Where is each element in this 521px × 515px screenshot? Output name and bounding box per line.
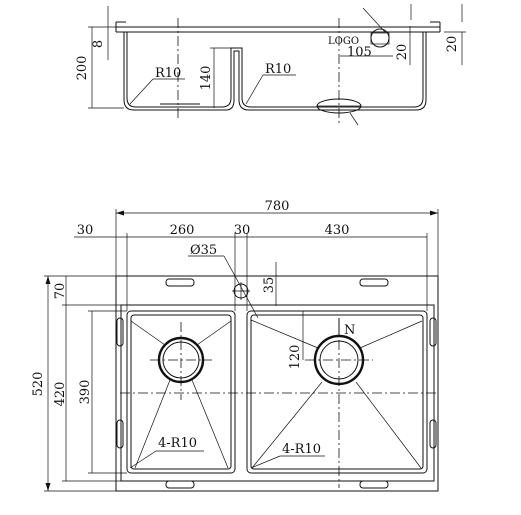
dim-120-label: 120	[288, 345, 303, 370]
right-groove-tl	[250, 319, 319, 349]
clip-bottom-left	[165, 480, 195, 489]
right-bowl-inner	[250, 314, 424, 470]
bowls-outer-outline	[123, 32, 427, 111]
dim-left-margin-label: 30	[77, 223, 94, 238]
dim-140-label: 140	[199, 66, 214, 91]
tap-body	[370, 32, 390, 45]
logo-label: LOGO	[328, 36, 359, 47]
left-groove-bl	[134, 379, 171, 469]
dim-20a-label: 20	[395, 44, 410, 61]
clip-bottom-right	[359, 480, 389, 489]
dim-420-label: 420	[53, 382, 68, 407]
radius-left-label: R10	[155, 66, 181, 81]
radius-right-label: R10	[265, 62, 291, 77]
clip-right-bottom	[429, 419, 437, 449]
dim-200-label: 200	[75, 56, 90, 81]
dim-390-label: 390	[78, 380, 93, 405]
dim-8-label: 8	[91, 40, 106, 48]
clip-top-left	[165, 278, 195, 287]
left-groove-tl	[130, 320, 166, 346]
radius-right-leader	[245, 74, 264, 105]
dim-left-bowl-label: 260	[170, 223, 195, 238]
dim-70-label: 70	[53, 283, 68, 300]
left-groove-tr	[196, 320, 232, 346]
corner-radius-left-leader	[129, 450, 157, 469]
clip-right-top	[429, 317, 437, 347]
side-view: 200 8 140 R10 R10 LOGO 105 20 20	[75, 4, 466, 126]
dim-divider-label: 30	[234, 223, 251, 238]
top-view: Ø35 35 N 120 4-R10 4-R10 780 30 260 30	[31, 199, 439, 492]
clip-left-bottom	[116, 419, 124, 449]
right-bowl	[246, 310, 428, 474]
right-drain-leader	[349, 112, 359, 126]
dim-780-label: 780	[265, 199, 290, 214]
outer-rim	[115, 275, 439, 492]
corner-radius-left-label: 4-R10	[158, 436, 197, 451]
left-groove-br	[191, 379, 229, 469]
dim-105-label: 105	[347, 45, 372, 60]
left-bowl-inner	[130, 314, 232, 470]
bowls-outline	[126, 32, 424, 108]
dim-20b-label: 20	[445, 36, 460, 53]
tap-hole-leader	[223, 255, 259, 319]
radius-left-leader	[129, 78, 154, 105]
corner-radius-right-label: 4-R10	[282, 442, 321, 457]
left-bowl	[126, 310, 236, 474]
tap-leader	[362, 7, 386, 33]
dim-right-bowl-label: 430	[325, 223, 350, 238]
dim-tap-hole-label: Ø35	[190, 243, 217, 258]
corner-radius-right-leader	[250, 455, 281, 469]
dim-520-label: 520	[31, 372, 46, 397]
clip-left-top	[116, 317, 124, 347]
right-groove-tr	[359, 320, 423, 349]
clip-top-right	[359, 278, 389, 287]
north-label: N	[344, 323, 355, 338]
tap-hole-circle	[370, 28, 390, 48]
right-groove-br	[355, 381, 422, 469]
right-groove-bl	[251, 381, 323, 469]
dim-35-label: 35	[262, 277, 277, 294]
